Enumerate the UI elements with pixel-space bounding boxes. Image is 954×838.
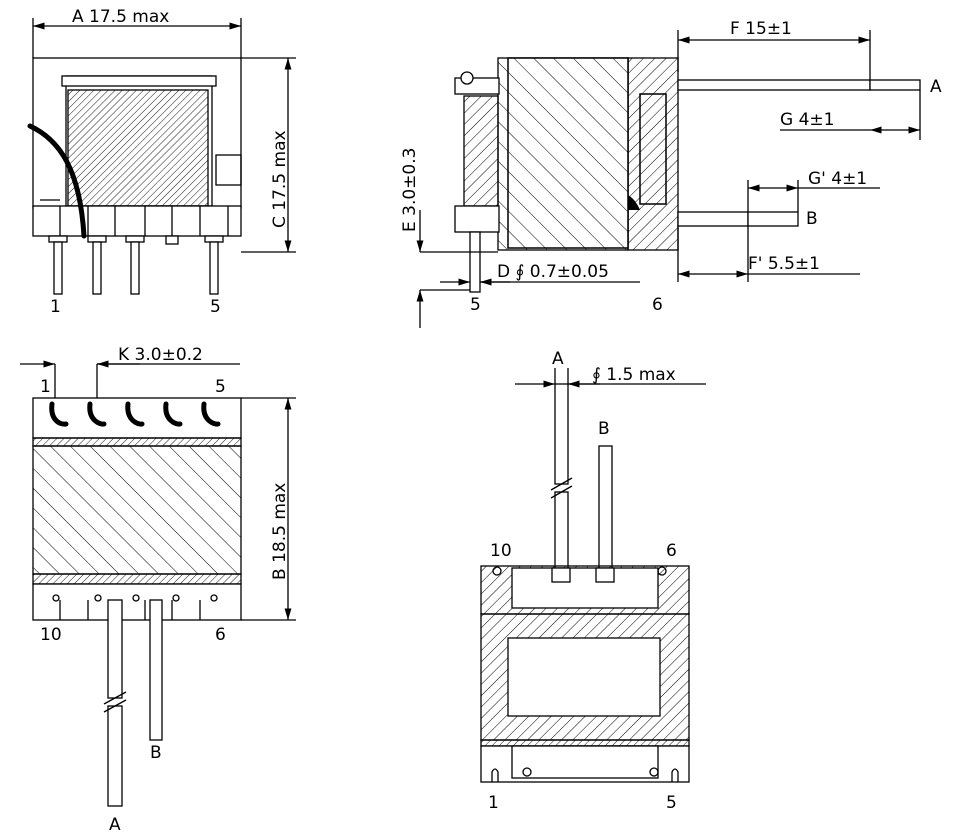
bottom-dim-b: B 18.5 max <box>270 483 290 580</box>
end-view: A ∮ 1.5 max B 10 6 1 5 <box>480 349 706 813</box>
side-dim-e: E 3.0±0.3 <box>400 148 420 232</box>
front-dim-width: A 17.5 max <box>72 7 169 27</box>
side-dim-f-prime: F' 5.5±1 <box>748 254 820 274</box>
bottom-lead-a: A <box>109 815 121 835</box>
front-pin-1: 1 <box>50 297 61 317</box>
bottom-lead-b: B <box>150 743 162 763</box>
bottom-pin-5: 5 <box>215 377 226 397</box>
front-view: A 17.5 max 1 5 C <box>27 7 296 317</box>
end-lead-a: A <box>552 349 564 369</box>
side-dim-f: F 15±1 <box>730 19 792 39</box>
side-lead-b: B <box>806 209 818 229</box>
end-dim-dia: ∮ 1.5 max <box>592 365 676 385</box>
end-pin-10: 10 <box>490 541 512 561</box>
bottom-pin-6: 6 <box>215 625 226 645</box>
side-pin-6: 6 <box>652 295 663 315</box>
side-dim-d: D ∮ 0.7±0.05 <box>497 262 609 282</box>
bottom-view: K 3.0±0.2 1 5 10 6 B 18.5 max <box>20 345 296 835</box>
side-pin-5: 5 <box>470 295 481 315</box>
end-lead-b: B <box>598 419 610 439</box>
front-dim-height: C 17.5 max <box>270 130 290 228</box>
bottom-pin-10: 10 <box>40 625 62 645</box>
side-lead-a: A <box>930 77 942 97</box>
bottom-dim-k: K 3.0±0.2 <box>118 345 203 365</box>
front-pin-5: 5 <box>210 297 221 317</box>
side-view: F 15±1 A B G 4±1 G' 4±1 <box>400 19 942 328</box>
end-pin-5: 5 <box>666 793 677 813</box>
side-dim-g-prime: G' 4±1 <box>808 169 867 189</box>
side-dim-g: G 4±1 <box>780 110 834 130</box>
bottom-pin-1: 1 <box>40 377 51 397</box>
end-pin-6: 6 <box>666 541 677 561</box>
end-pin-1: 1 <box>488 793 499 813</box>
